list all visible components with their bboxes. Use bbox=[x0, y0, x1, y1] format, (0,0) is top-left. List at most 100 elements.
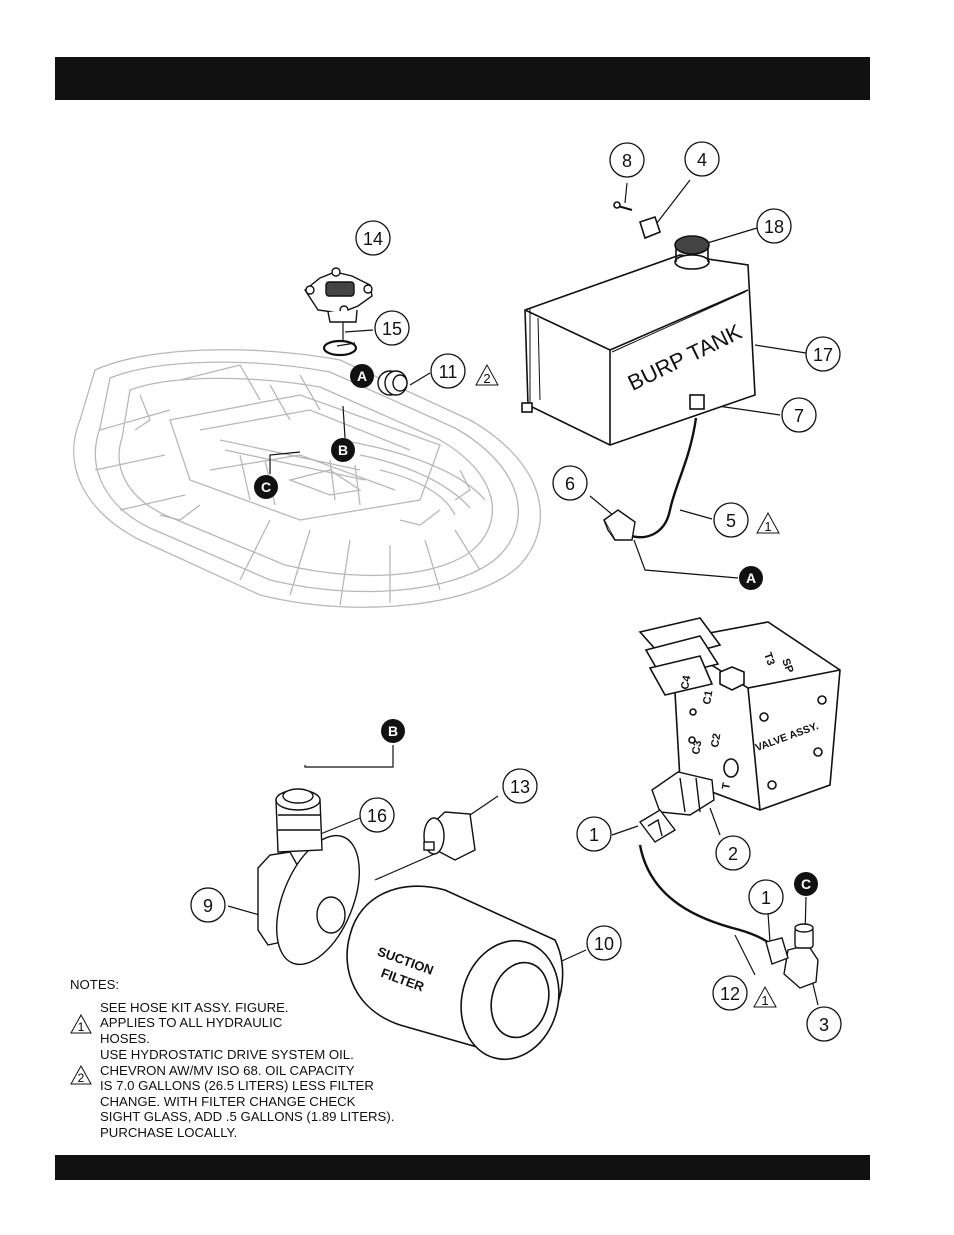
note-1-triangle-icon: 1 bbox=[70, 1013, 92, 1034]
callout-4: 4 bbox=[684, 141, 720, 177]
svg-text:1: 1 bbox=[764, 519, 771, 534]
svg-text:1: 1 bbox=[761, 888, 771, 908]
note-1: 1 SEE HOSE KIT ASSY. FIGURE. APPLIES TO … bbox=[70, 1000, 450, 1047]
svg-text:1: 1 bbox=[761, 993, 768, 1008]
svg-text:1: 1 bbox=[589, 825, 599, 845]
note-1-line-2: APPLIES TO ALL HYDRAULIC bbox=[100, 1015, 283, 1030]
marker-c-bottom: C bbox=[794, 872, 818, 896]
port-c2-label: C2 bbox=[709, 733, 723, 749]
svg-text:14: 14 bbox=[363, 229, 383, 249]
svg-text:1: 1 bbox=[78, 1020, 85, 1034]
callout-12: 12 bbox=[712, 975, 748, 1011]
note-2-line-3: IS 7.0 GALLONS (26.5 LITERS) LESS FILTER bbox=[100, 1078, 374, 1093]
filter-head-part bbox=[257, 788, 360, 966]
callout-11: 11 bbox=[430, 353, 466, 389]
svg-text:12: 12 bbox=[720, 984, 740, 1004]
elbow-3-part bbox=[765, 923, 819, 989]
note-triangles: 2 1 1 bbox=[475, 363, 780, 1008]
marker-a-hose: A bbox=[739, 566, 763, 590]
note-2-line-6: PURCHASE LOCALLY. bbox=[100, 1124, 238, 1140]
callout-1a: 1 bbox=[576, 816, 612, 852]
note-2-line-4: CHANGE. WITH FILTER CHANGE CHECK bbox=[100, 1093, 356, 1109]
note-2-line-1: USE HYDROSTATIC DRIVE SYSTEM OIL. bbox=[100, 1047, 354, 1062]
svg-text:A: A bbox=[357, 368, 367, 384]
suction-filter-part bbox=[346, 885, 564, 1061]
machine-frame bbox=[73, 349, 542, 608]
svg-text:2: 2 bbox=[483, 371, 490, 386]
callout-17: 17 bbox=[805, 336, 841, 372]
svg-text:16: 16 bbox=[367, 806, 387, 826]
svg-text:9: 9 bbox=[203, 896, 213, 916]
valve-assembly-part bbox=[638, 617, 841, 811]
port-sp-label: SP bbox=[779, 657, 795, 675]
o-ring-part bbox=[322, 339, 358, 357]
port-t-label: T bbox=[720, 782, 733, 791]
svg-text:13: 13 bbox=[510, 777, 530, 797]
note-triangle-2-at-11: 2 bbox=[475, 363, 499, 386]
plug-part bbox=[377, 370, 408, 396]
svg-text:7: 7 bbox=[794, 406, 804, 426]
note-2-line-2: CHEVRON AW/MV ISO 68. OIL CAPACITY bbox=[100, 1062, 355, 1078]
callout-13: 13 bbox=[502, 768, 538, 804]
svg-text:A: A bbox=[746, 570, 756, 586]
callout-6: 6 bbox=[552, 465, 588, 501]
port-c1-label: C1 bbox=[701, 690, 715, 706]
fill-cap-part bbox=[304, 267, 373, 323]
callout-1b: 1 bbox=[748, 879, 784, 915]
callout-9: 9 bbox=[190, 887, 226, 923]
burp-tank-part bbox=[521, 201, 756, 446]
svg-text:18: 18 bbox=[764, 217, 784, 237]
callout-3: 3 bbox=[806, 1006, 842, 1042]
port-c3-label: C3 bbox=[690, 740, 704, 756]
svg-text:11: 11 bbox=[439, 362, 458, 382]
marker-a-top: A bbox=[350, 364, 374, 388]
note-1-line-1: SEE HOSE KIT ASSY. FIGURE. bbox=[100, 999, 289, 1015]
notes-title: NOTES: bbox=[70, 977, 120, 992]
callout-14: 14 bbox=[355, 220, 391, 256]
connection-markers: A B C A B C bbox=[254, 364, 818, 896]
marker-c-top: C bbox=[254, 475, 278, 499]
svg-text:15: 15 bbox=[382, 319, 402, 339]
svg-text:2: 2 bbox=[78, 1071, 85, 1085]
svg-text:3: 3 bbox=[819, 1015, 829, 1035]
callout-2: 2 bbox=[715, 835, 751, 871]
callout-8: 8 bbox=[609, 142, 645, 178]
marker-b-top: B bbox=[331, 438, 355, 462]
filter-cap-13-part bbox=[423, 811, 476, 861]
marker-b-bottom: B bbox=[381, 719, 405, 743]
port-c4-label: C4 bbox=[679, 674, 693, 691]
note-1-line-3: HOSES. bbox=[100, 1030, 150, 1046]
svg-text:10: 10 bbox=[594, 934, 614, 954]
svg-text:C: C bbox=[261, 479, 271, 495]
svg-text:6: 6 bbox=[565, 474, 575, 494]
note-triangle-1-at-12: 1 bbox=[753, 985, 777, 1008]
svg-text:2: 2 bbox=[728, 844, 738, 864]
note-2-triangle-icon: 2 bbox=[70, 1065, 92, 1085]
svg-text:B: B bbox=[388, 723, 398, 739]
footer-bar bbox=[55, 1155, 870, 1180]
svg-text:8: 8 bbox=[622, 151, 632, 171]
svg-text:B: B bbox=[338, 442, 348, 458]
callout-7: 7 bbox=[781, 397, 817, 433]
callout-5: 5 bbox=[713, 502, 749, 538]
fitting-2-part bbox=[638, 771, 715, 843]
note-2: 2 USE HYDROSTATIC DRIVE SYSTEM OIL. CHEV… bbox=[70, 1047, 450, 1140]
hose-12-part bbox=[638, 844, 773, 946]
note-2-line-5: SIGHT GLASS, ADD .5 GALLONS (1.89 LITERS… bbox=[100, 1109, 395, 1124]
svg-text:5: 5 bbox=[726, 511, 736, 531]
svg-text:C: C bbox=[801, 876, 811, 892]
callouts: 14 15 11 8 4 18 17 7 6 5 13 16 9 10 1 2 … bbox=[190, 141, 842, 1042]
svg-text:17: 17 bbox=[813, 345, 833, 365]
port-t3-label: T3 bbox=[761, 651, 777, 667]
hose-part bbox=[631, 417, 698, 539]
callout-16: 16 bbox=[359, 797, 395, 833]
callout-10: 10 bbox=[586, 925, 622, 961]
svg-text:4: 4 bbox=[697, 150, 707, 170]
callout-15: 15 bbox=[374, 310, 410, 346]
header-bar bbox=[55, 57, 870, 100]
callout-18: 18 bbox=[756, 208, 792, 244]
note-triangle-1-at-5: 1 bbox=[756, 511, 780, 534]
valve-6-part bbox=[603, 509, 636, 541]
notes-section: NOTES: 1 SEE HOSE KIT ASSY. FIGURE. APPL… bbox=[70, 977, 450, 1141]
